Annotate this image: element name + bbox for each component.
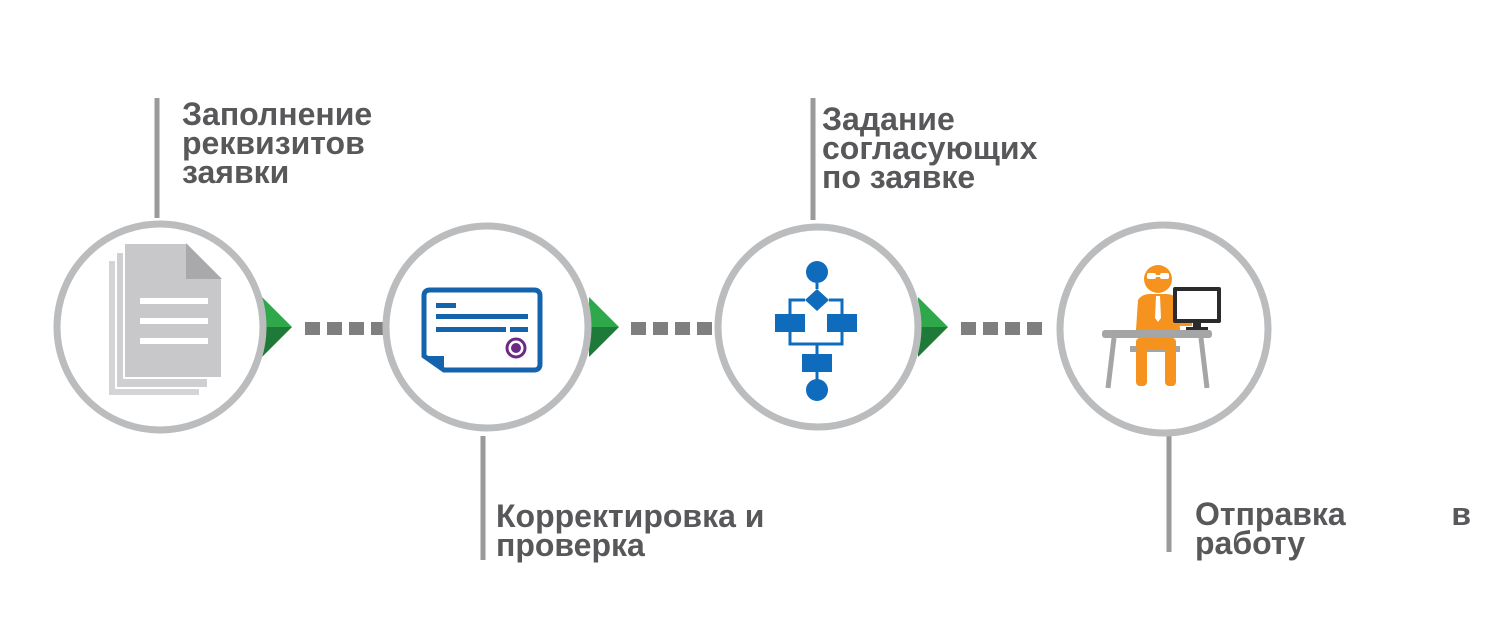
arrow-icon-2 bbox=[589, 297, 619, 357]
step-label-approvers: Задание согласующих по заявке bbox=[822, 101, 1038, 195]
step-label-send: Отправка в работу bbox=[1195, 496, 1471, 561]
application-form-icon bbox=[421, 287, 543, 373]
step-label-word: Отправка bbox=[1195, 496, 1346, 532]
step-label-line: проверка bbox=[496, 527, 645, 563]
dotted-connector-1-2 bbox=[305, 322, 386, 335]
step-label-line: заявки bbox=[182, 154, 290, 190]
step-label-check: Корректировка и проверка bbox=[496, 498, 765, 563]
step-label-line: согласующих bbox=[822, 130, 1038, 166]
flowchart-icon bbox=[775, 261, 857, 401]
step-label-fill: Заполнение реквизитов заявки bbox=[182, 96, 373, 190]
step-label-line: работу bbox=[1195, 525, 1306, 561]
document-stack-icon bbox=[107, 242, 223, 397]
arrow-icon-3 bbox=[918, 297, 948, 357]
step-label-line: Корректировка и bbox=[496, 498, 765, 534]
dotted-connector-2-3 bbox=[631, 322, 712, 335]
worker-at-computer-icon bbox=[1102, 265, 1221, 389]
step-label-line: Задание bbox=[822, 101, 955, 137]
step-label-line: по заявке bbox=[822, 159, 976, 195]
step-label-line: Заполнение bbox=[182, 96, 373, 132]
step-label-word: в bbox=[1451, 496, 1471, 532]
step-ring-3 bbox=[714, 223, 922, 431]
dotted-connector-3-4 bbox=[961, 322, 1042, 335]
step-label-line: Отправка в bbox=[1195, 496, 1471, 532]
step-label-line: реквизитов bbox=[182, 125, 365, 161]
